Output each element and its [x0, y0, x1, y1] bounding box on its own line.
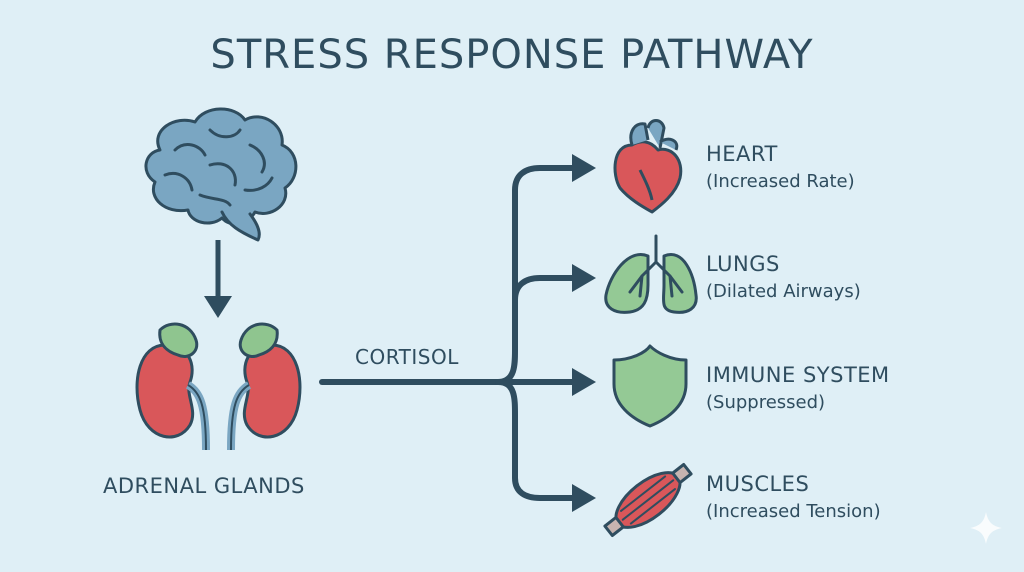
- target-effect: (Dilated Airways): [706, 281, 861, 302]
- target-effect: (Suppressed): [706, 392, 826, 413]
- arrowhead-immune: [572, 368, 596, 396]
- brain-icon: [144, 107, 298, 242]
- down-arrow: [204, 240, 232, 318]
- arrowhead-heart: [572, 154, 596, 182]
- target-name: MUSCLES: [706, 472, 810, 496]
- arrowheads: [572, 154, 596, 512]
- target-name: HEART: [706, 142, 778, 166]
- arrowhead-lungs: [572, 264, 596, 292]
- target-immune-system: IMMUNE SYSTEM (Suppressed): [706, 361, 890, 417]
- sparkle-icon: [970, 512, 1002, 544]
- hormone-label: CORTISOL: [355, 345, 459, 369]
- source-label: ADRENAL GLANDS: [103, 474, 305, 498]
- target-effect: (Increased Rate): [706, 171, 855, 192]
- lungs-icon: [604, 234, 698, 314]
- cortisol-pathway: [319, 165, 578, 501]
- target-muscles: MUSCLES (Increased Tension): [706, 470, 881, 526]
- shield-icon: [612, 344, 688, 428]
- arrowhead-muscles: [572, 484, 596, 512]
- muscle-icon: [603, 462, 693, 538]
- diagram-title: STRESS RESPONSE PATHWAY: [210, 32, 814, 78]
- target-name: IMMUNE SYSTEM: [706, 363, 890, 387]
- heart-icon: [613, 119, 683, 214]
- kidney-adrenal-icon: [135, 322, 302, 451]
- target-effect: (Increased Tension): [706, 501, 881, 522]
- target-name: LUNGS: [706, 252, 780, 276]
- target-heart: HEART (Increased Rate): [706, 140, 855, 196]
- target-lungs: LUNGS (Dilated Airways): [706, 250, 861, 306]
